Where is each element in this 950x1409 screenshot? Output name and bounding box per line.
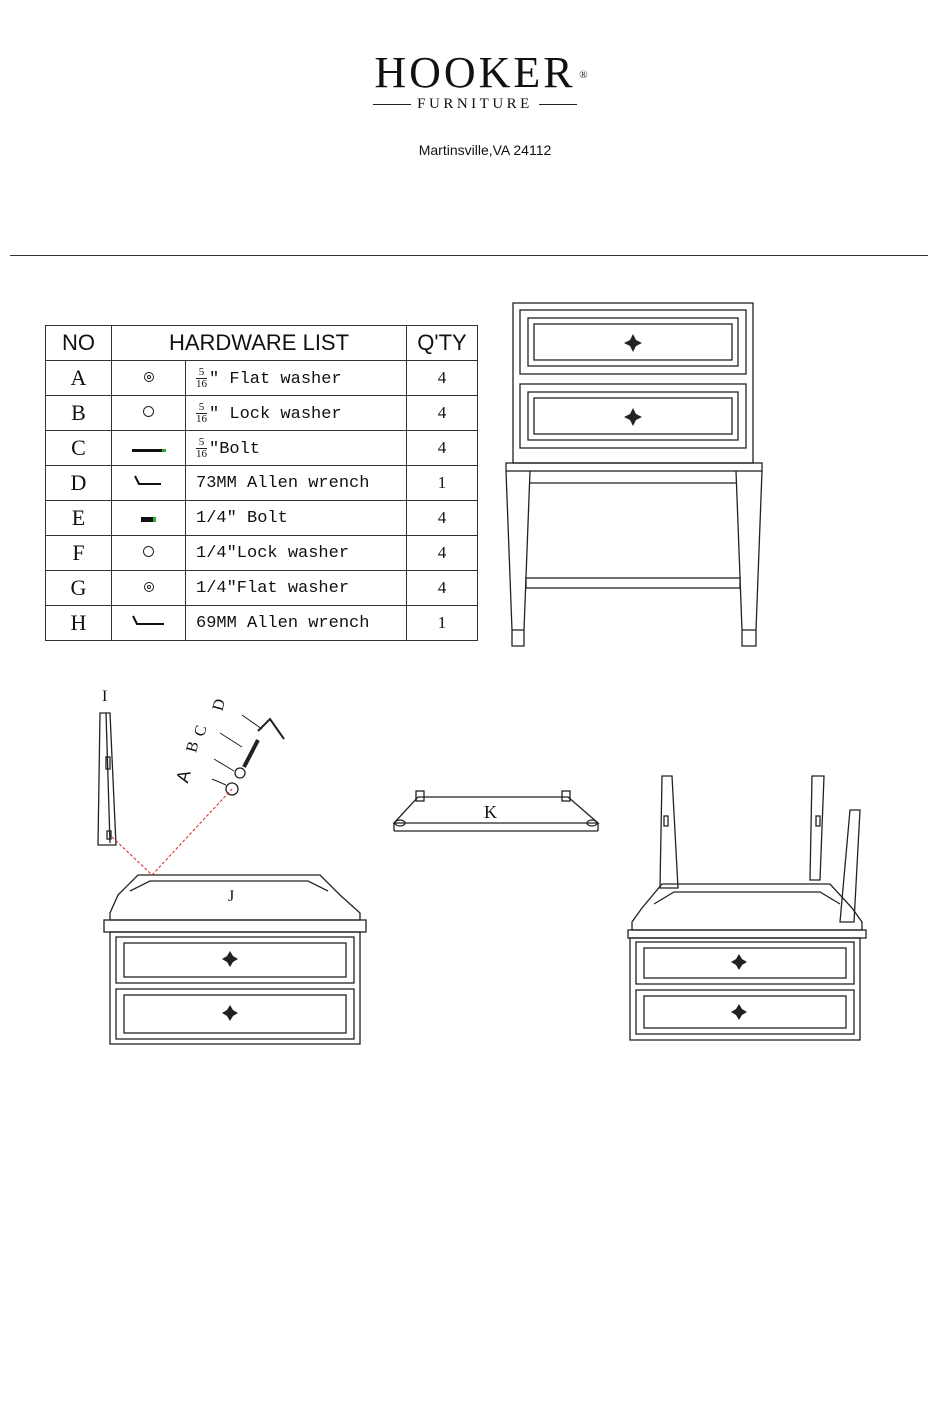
row-no: G <box>46 571 112 606</box>
label-stretcher-k: K <box>484 802 497 823</box>
row-qty: 4 <box>407 431 478 466</box>
row-desc: 1/4″Flat washer <box>186 571 407 606</box>
row-qty: 1 <box>407 466 478 501</box>
flat-washer-icon <box>144 372 154 382</box>
row-no: A <box>46 361 112 396</box>
allen-wrench-icon <box>133 475 165 487</box>
row-qty: 4 <box>407 501 478 536</box>
row-qty: 4 <box>407 571 478 606</box>
header-no: NO <box>46 326 112 361</box>
allen-wrench-icon <box>131 615 167 627</box>
row-qty: 4 <box>407 536 478 571</box>
label-case-j: J <box>228 888 234 906</box>
row-no: E <box>46 501 112 536</box>
row-qty: 4 <box>407 361 478 396</box>
legs-attached-drawing <box>620 770 870 1050</box>
flat-washer-icon <box>144 582 154 592</box>
row-no: B <box>46 396 112 431</box>
table-row: F 1/4″Lock washer 4 <box>46 536 478 571</box>
brand-subtitle-row: FURNITURE <box>0 96 950 113</box>
short-bolt-icon <box>141 517 156 522</box>
subtitle-rule-left <box>373 104 411 105</box>
row-no: D <box>46 466 112 501</box>
header-divider <box>10 255 928 256</box>
row-desc: 73MM Allen wrench <box>186 466 407 501</box>
header-qty: Q'TY <box>407 326 478 361</box>
label-leg-i: I <box>102 688 107 706</box>
row-desc: ″Bolt <box>209 439 260 458</box>
lock-washer-icon <box>143 546 154 557</box>
row-desc: 1/4″ Bolt <box>186 501 407 536</box>
brand-header: HOOKER ® FURNITURE <box>0 48 950 113</box>
leg-attach-drawing <box>90 685 380 1050</box>
row-qty: 4 <box>407 396 478 431</box>
table-header-row: NO HARDWARE LIST Q'TY <box>46 326 478 361</box>
lock-washer-icon <box>143 406 154 417</box>
row-no: C <box>46 431 112 466</box>
table-row: D 73MM Allen wrench 1 <box>46 466 478 501</box>
registered-mark: ® <box>579 50 587 100</box>
table-row: H 69MM Allen wrench 1 <box>46 606 478 641</box>
row-no: H <box>46 606 112 641</box>
header-hardware-list: HARDWARE LIST <box>112 326 407 361</box>
row-desc: 69MM Allen wrench <box>186 606 407 641</box>
table-row: G 1/4″Flat washer 4 <box>46 571 478 606</box>
row-desc: 1/4″Lock washer <box>186 536 407 571</box>
row-no: F <box>46 536 112 571</box>
row-desc: ″ Flat washer <box>209 369 342 388</box>
table-row: E 1/4″ Bolt 4 <box>46 501 478 536</box>
bolt-icon <box>132 449 166 452</box>
address: Martinsville,VA 24112 <box>0 142 950 158</box>
row-desc: ″ Lock washer <box>209 404 342 423</box>
subtitle-rule-right <box>539 104 577 105</box>
brand-name: HOOKER <box>374 48 575 97</box>
brand-logo: HOOKER ® <box>374 48 575 98</box>
assembled-nightstand-drawing <box>500 298 770 650</box>
row-qty: 1 <box>407 606 478 641</box>
brand-subtitle: FURNITURE <box>417 96 533 113</box>
